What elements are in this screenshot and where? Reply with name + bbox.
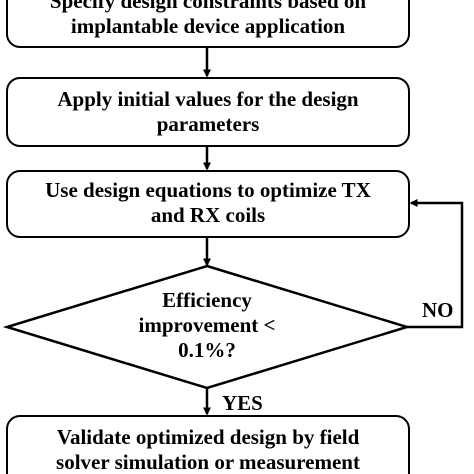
step-3-line-2: and RX coils	[150, 203, 266, 227]
step-1-line-2: implantable device application	[70, 14, 346, 38]
step-2-line-2: parameters	[156, 112, 260, 136]
step-1-box	[6, 0, 410, 48]
step-1-text: Specify design constraints based on impl…	[6, 0, 410, 39]
decision-line-2: improvement <	[138, 313, 276, 337]
decision-line-1: Efficiency	[162, 288, 252, 312]
step-2-line-1: Apply initial values for the design	[57, 87, 359, 111]
no-label: NO	[422, 298, 454, 322]
step-2-text: Apply initial values for the design para…	[6, 87, 410, 137]
step-4-line-1: Validate optimized design by field	[56, 425, 360, 449]
step-3-text: Use design equations to optimize TX and …	[6, 178, 410, 228]
loop-back-no-arrow	[407, 199, 464, 329]
step-2-box	[6, 77, 410, 147]
step-4-text: Validate optimized design by field solve…	[6, 425, 410, 474]
step-4-box	[6, 415, 410, 474]
step-4-line-2: solver simulation or measurement	[56, 450, 360, 474]
yes-label: YES	[222, 391, 263, 415]
step-3-box	[6, 170, 410, 238]
decision-line-3: 0.1%?	[178, 338, 236, 362]
step-1-line-1: Specify design constraints based on	[49, 0, 367, 13]
decision-text: Efficiency improvement < 0.1%?	[87, 288, 327, 363]
step-3-line-1: Use design equations to optimize TX	[45, 178, 371, 202]
